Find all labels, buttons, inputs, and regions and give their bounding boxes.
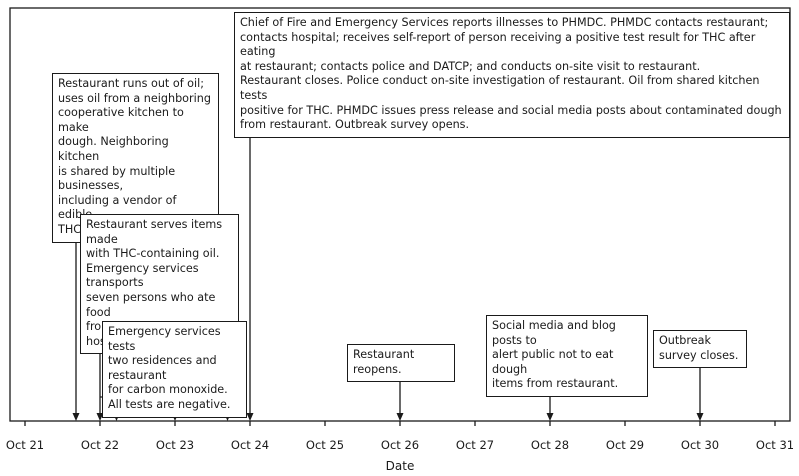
x-axis-tick-label: Oct 21 [5,438,45,452]
event-box-restaurant-reopens: Restaurant reopens. [347,344,455,383]
x-axis-tick-label: Oct 24 [230,438,270,452]
arrow-phmdc-report [246,413,254,421]
x-axis-tick-label: Oct 26 [380,438,420,452]
x-axis-tick-label: Oct 29 [605,438,645,452]
arrow-social-media-posts [546,413,554,421]
x-axis-title: Date [385,459,415,473]
arrow-thc-oil-served [96,413,104,421]
x-axis-tick-label: Oct 25 [305,438,345,452]
event-box-survey-closes: Outbreak survey closes. [653,330,747,369]
arrow-restaurant-reopens [396,413,404,421]
event-box-phmdc-report: Chief of Fire and Emergency Services rep… [234,12,790,138]
x-axis-tick-label: Oct 30 [680,438,720,452]
arrow-oil-shortage [72,413,80,421]
arrow-survey-closes [696,413,704,421]
x-axis-tick-label: Oct 31 [755,438,795,452]
x-axis-tick-label: Oct 22 [80,438,120,452]
event-box-social-media-posts: Social media and blog posts to alert pub… [486,315,648,397]
x-axis-tick-label: Oct 27 [455,438,495,452]
event-box-carbon-monoxide-tests: Emergency services tests two residences … [102,321,247,418]
x-axis-tick-label: Oct 23 [155,438,195,452]
x-axis-tick-label: Oct 28 [530,438,570,452]
event-box-oil-shortage: Restaurant runs out of oil; uses oil fro… [52,73,219,243]
